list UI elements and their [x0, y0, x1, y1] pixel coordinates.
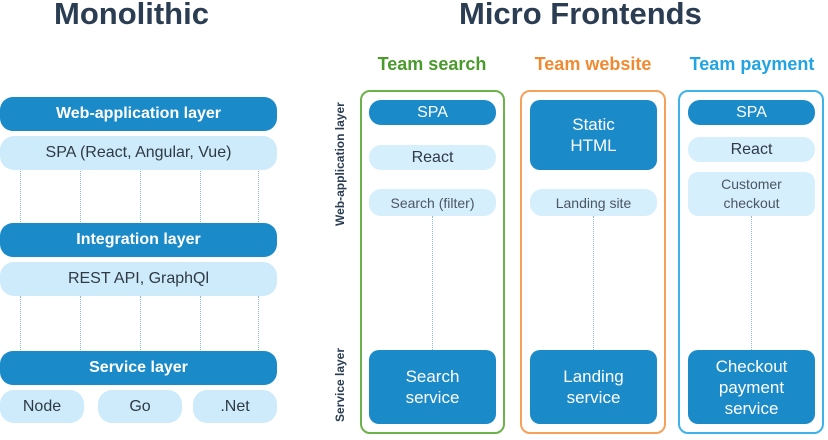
tech-go: Go	[98, 390, 182, 423]
team-search-feature: Search (filter)	[369, 189, 496, 216]
connector-line	[593, 216, 594, 350]
team-website-service: Landing service	[530, 350, 657, 424]
connector-line	[258, 296, 259, 352]
team-search-service: Search service	[369, 350, 496, 424]
web-application-layer: Web-application layer	[0, 97, 277, 131]
connector-line	[258, 168, 259, 224]
spa-frameworks: SPA (React, Angular, Vue)	[0, 136, 277, 170]
connector-line	[200, 168, 201, 224]
service-layer: Service layer	[0, 351, 277, 385]
monolithic-title: Monolithic	[54, 0, 209, 31]
rest-graphql: REST API, GraphQl	[0, 262, 277, 296]
team-search-frame	[360, 90, 505, 434]
team-payment-frame	[678, 90, 824, 434]
connector-line	[751, 216, 752, 350]
tech-node: Node	[0, 390, 84, 423]
team-payment-title: Team payment	[689, 54, 815, 74]
micro-frontends-title: Micro Frontends	[459, 0, 702, 31]
team-search-title: Team search	[377, 54, 487, 74]
team-website-frame	[520, 90, 666, 434]
connector-line	[80, 296, 81, 352]
team-payment-spa: SPA	[688, 100, 815, 125]
team-search-react: React	[369, 145, 496, 170]
team-website-title: Team website	[534, 54, 652, 74]
axis-label-service: Service layer	[333, 347, 347, 423]
integration-layer: Integration layer	[0, 223, 277, 257]
axis-label-web-app: Web-application layer	[333, 102, 347, 226]
team-payment-react: React	[688, 137, 815, 162]
team-search-spa: SPA	[369, 100, 496, 125]
team-website-static-html: Static HTML	[530, 100, 657, 170]
connector-line	[140, 296, 141, 352]
connector-line	[20, 296, 21, 352]
tech-dotnet: .Net	[193, 390, 277, 423]
connector-line	[432, 216, 433, 350]
team-payment-feature: Customer checkout	[688, 172, 815, 216]
team-payment-service: Checkout payment service	[688, 350, 815, 424]
connector-line	[140, 168, 141, 224]
team-website-feature: Landing site	[530, 189, 657, 216]
connector-line	[200, 296, 201, 352]
connector-line	[80, 168, 81, 224]
connector-line	[20, 168, 21, 224]
